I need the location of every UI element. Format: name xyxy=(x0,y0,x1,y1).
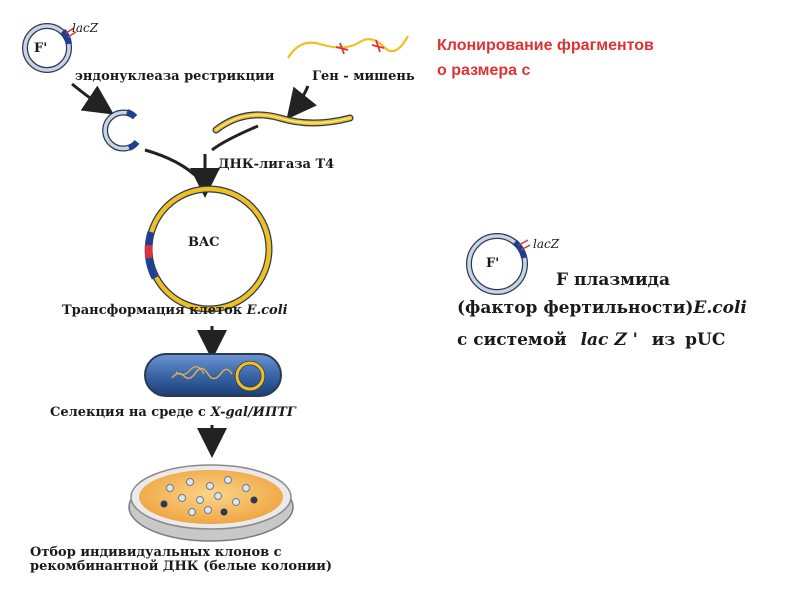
selection-label: Селекция на среде с X-gal/ИПТГ xyxy=(50,406,296,419)
legend-f-label: F' xyxy=(486,256,500,271)
target-gene-strand-icon xyxy=(287,35,409,59)
gene-fragment-icon xyxy=(212,111,354,134)
transformation-label: Трансформация клеток E.coli xyxy=(62,304,288,317)
legend-line3-a: с системой xyxy=(457,330,567,350)
selection-xgal: X-gal/ИПТГ xyxy=(210,405,296,420)
arrow-cut-plasmid-to-ligase xyxy=(144,148,200,180)
slide-title-line1: Клонирование фрагментов xyxy=(437,37,654,54)
transformation-text: Трансформация клеток xyxy=(62,303,243,318)
legend-line3-c: из xyxy=(651,330,676,350)
bac-plasmid-icon xyxy=(144,185,273,313)
ligase-label: ДНК-лигаза Т4 xyxy=(218,157,335,172)
arrow-to-gene-fragment xyxy=(286,85,317,120)
endonuclease-label: эндонуклеаза рестрикции xyxy=(75,69,275,84)
selection-result-line2: рекомбинантной ДНК (белые колонии) xyxy=(30,559,333,574)
legend-f-plasmid-icon xyxy=(466,233,531,295)
legend-line3-d: pUC xyxy=(685,330,726,350)
selection-text: Селекция на среде с xyxy=(50,405,206,420)
f-plasmid-icon xyxy=(22,23,77,73)
selection-result-line1: Отбор индивидуальных клонов с xyxy=(30,545,282,560)
legend-line2: (фактор фертильности)E.coli xyxy=(457,300,747,317)
slide-title-line2: о размера с xyxy=(437,61,531,79)
arrow-to-cut-plasmid xyxy=(71,82,114,115)
slide-title: Клонирование фрагментов о размера с xyxy=(437,34,654,84)
colony-markers xyxy=(160,476,258,516)
legend-line3-b: lac Z ' xyxy=(580,330,638,350)
legend-line2-a: (фактор фертильности) xyxy=(457,298,694,318)
target-gene-label: Ген - мишень xyxy=(312,69,415,84)
legend-line3: с системой lac Z ' из pUC xyxy=(457,332,725,349)
petri-dish-icon xyxy=(128,464,294,542)
legend-lacz-label: lacZ xyxy=(533,237,560,251)
f-plasmid-label: F' xyxy=(34,41,48,56)
ecoli-cell-icon xyxy=(144,353,282,397)
legend-line2-b: E.coli xyxy=(693,298,747,318)
bac-label: BAC xyxy=(188,235,220,250)
arrow-gene-to-ligase xyxy=(211,124,259,152)
transformation-ecoli: E.coli xyxy=(246,303,288,318)
lacz-label: lacZ xyxy=(72,21,99,35)
cut-plasmid-icon xyxy=(102,109,140,152)
legend-line1: F плазмида xyxy=(556,270,671,290)
